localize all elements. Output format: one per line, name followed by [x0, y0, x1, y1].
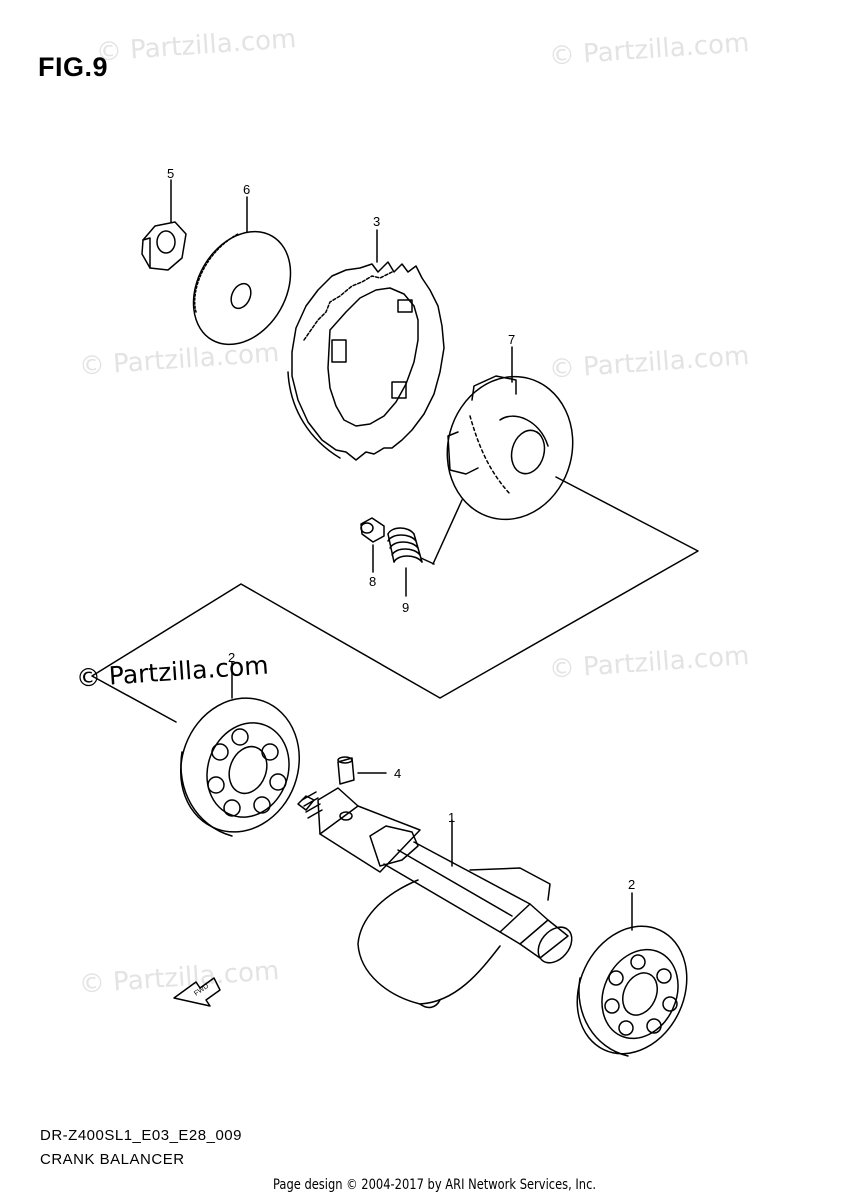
leader-line-9b: [432, 499, 463, 565]
damper-hub-icon: [446, 375, 574, 521]
callout-2a: 2: [228, 650, 235, 665]
callout-8: 8: [369, 574, 376, 589]
spring-icon: [387, 527, 435, 565]
callout-2b: 2: [628, 877, 635, 892]
nut-icon: [141, 221, 187, 271]
assembly-outline: [91, 476, 699, 723]
gear-icon: [287, 261, 445, 461]
model-code: DR-Z400SL1_E03_E28_009: [40, 1127, 242, 1144]
fwd-label: FWD: [193, 983, 210, 998]
pin-icon: [360, 517, 385, 543]
callout-9: 9: [402, 600, 409, 615]
shaft-icon: [297, 787, 573, 1009]
callout-3: 3: [373, 214, 380, 229]
fwd-arrow-icon: FWD: [173, 977, 221, 1007]
callout-4: 4: [394, 766, 401, 781]
callout-5: 5: [167, 166, 174, 181]
callout-1: 1: [448, 810, 455, 825]
key-icon: [337, 756, 355, 785]
bearing-icon: [179, 697, 301, 837]
footer-credit: Page design © 2004-2017 by ARI Network S…: [273, 1177, 597, 1193]
bearing-icon: [576, 925, 688, 1057]
callout-6: 6: [243, 182, 250, 197]
callout-7: 7: [508, 332, 515, 347]
figure-title: FIG.9: [38, 52, 109, 82]
washer-icon: [192, 230, 292, 346]
diagram-caption: CRANK BALANCER: [40, 1151, 185, 1168]
